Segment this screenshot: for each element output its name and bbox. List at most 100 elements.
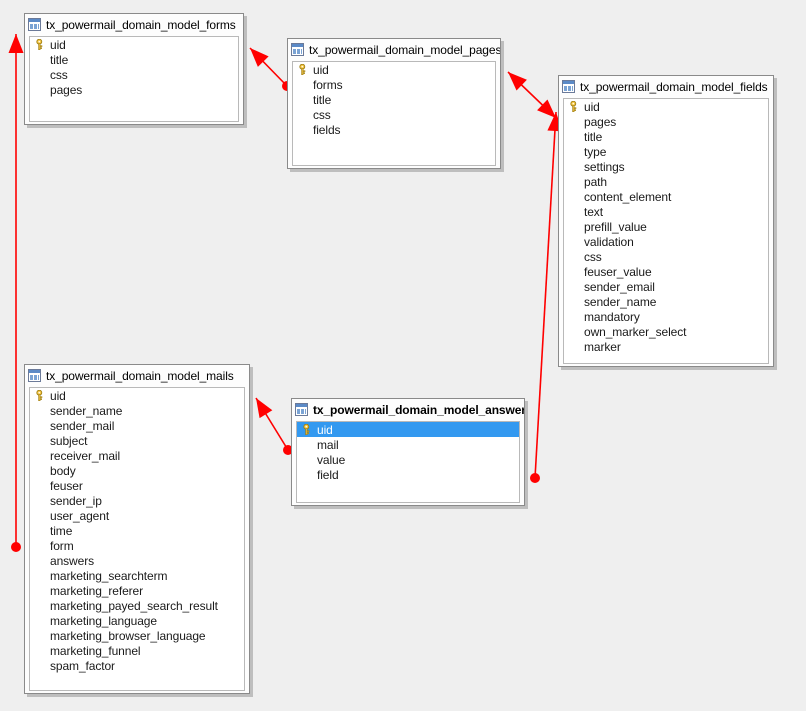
attribute-row[interactable]: sender_email [564,279,768,294]
connector-line [249,47,288,87]
attribute-icon-spacer [34,419,45,432]
attribute-row[interactable]: form [30,538,244,553]
attribute-icon-spacer [34,434,45,447]
attribute-row[interactable]: value [297,452,519,467]
attribute-icon-spacer [568,175,579,188]
entity-header-forms[interactable]: tx_powermail_domain_model_forms [25,14,243,35]
attribute-row[interactable]: pages [30,82,238,97]
attribute-icon-spacer [301,453,312,466]
attribute-label: uid [584,99,600,114]
primary-key-icon [34,389,45,402]
attribute-row[interactable]: feuser [30,478,244,493]
attribute-row[interactable]: css [293,107,495,122]
attribute-row[interactable]: own_marker_select [564,324,768,339]
attribute-icon-spacer [568,220,579,233]
attribute-label: time [50,523,73,538]
attribute-row[interactable]: uid [564,99,768,114]
attribute-row[interactable]: answers [30,553,244,568]
attribute-row[interactable]: receiver_mail [30,448,244,463]
attribute-row[interactable]: subject [30,433,244,448]
attribute-icon-spacer [568,295,579,308]
attribute-row[interactable]: user_agent [30,508,244,523]
attribute-row[interactable]: settings [564,159,768,174]
attribute-row[interactable]: time [30,523,244,538]
attribute-row[interactable]: marketing_browser_language [30,628,244,643]
attribute-label: marketing_browser_language [50,628,206,643]
attribute-icon-spacer [568,130,579,143]
entity-header-fields[interactable]: tx_powermail_domain_model_fields [559,76,773,97]
entity-header-mails[interactable]: tx_powermail_domain_model_mails [25,365,249,386]
relationship-mails-to-forms[interactable] [8,34,24,552]
primary-key-icon [34,38,45,51]
connector-arrowhead [508,72,527,91]
attribute-row-selected[interactable]: uid [297,422,519,437]
attribute-row[interactable]: marketing_searchterm [30,568,244,583]
attribute-row[interactable]: sender_name [564,294,768,309]
attribute-row[interactable]: prefill_value [564,219,768,234]
entity-header-pages[interactable]: tx_powermail_domain_model_pages [288,39,500,60]
attribute-label: forms [313,77,343,92]
connector-line [534,111,557,479]
attribute-icon-spacer [301,468,312,481]
attribute-label: validation [584,234,634,249]
attribute-row[interactable]: css [564,249,768,264]
attribute-label: uid [313,62,329,77]
attribute-row[interactable]: marker [564,339,768,354]
attribute-icon-spacer [568,325,579,338]
attribute-label: marketing_searchterm [50,568,168,583]
attribute-row[interactable]: content_element [564,189,768,204]
attribute-row[interactable]: mail [297,437,519,452]
attribute-row[interactable]: marketing_referer [30,583,244,598]
attribute-label: css [313,107,331,122]
attribute-label: css [50,67,68,82]
attribute-row[interactable]: css [30,67,238,82]
attribute-row[interactable]: title [564,129,768,144]
attribute-row[interactable]: field [297,467,519,482]
attribute-row[interactable]: marketing_funnel [30,643,244,658]
attribute-row[interactable]: type [564,144,768,159]
attribute-row[interactable]: uid [30,388,244,403]
attribute-label: content_element [584,189,672,204]
attribute-label: user_agent [50,508,110,523]
attribute-row[interactable]: forms [293,77,495,92]
attribute-row[interactable]: spam_factor [30,658,244,673]
entity-header-answer[interactable]: tx_powermail_domain_model_answer [292,399,524,420]
attribute-row[interactable]: uid [293,62,495,77]
attribute-row[interactable]: title [30,52,238,67]
attribute-row[interactable]: feuser_value [564,264,768,279]
attribute-icon-spacer [297,93,308,106]
table-icon [295,403,308,416]
attribute-row[interactable]: uid [30,37,238,52]
attribute-row[interactable]: sender_mail [30,418,244,433]
relationship-pages-to-fields[interactable] [507,71,557,119]
attribute-label: mandatory [584,309,640,324]
attribute-label: body [50,463,76,478]
attribute-row[interactable]: fields [293,122,495,137]
attribute-row[interactable]: validation [564,234,768,249]
attribute-row[interactable]: title [293,92,495,107]
attribute-label: sender_name [584,294,657,309]
attribute-icon-spacer [34,404,45,417]
attribute-row[interactable]: pages [564,114,768,129]
attribute-row[interactable]: marketing_payed_search_result [30,598,244,613]
attribute-row[interactable]: path [564,174,768,189]
attribute-row[interactable]: marketing_language [30,613,244,628]
relationship-pages-to-forms[interactable] [249,47,292,91]
attribute-label: sender_ip [50,493,102,508]
attribute-row[interactable]: sender_name [30,403,244,418]
attribute-row[interactable]: sender_ip [30,493,244,508]
attribute-icon-spacer [34,479,45,492]
relationship-answer-to-mails[interactable] [255,397,293,455]
attribute-label: feuser [50,478,83,493]
connector-line [255,397,289,451]
attribute-icon-spacer [568,235,579,248]
attribute-row[interactable]: text [564,204,768,219]
attribute-row[interactable]: body [30,463,244,478]
attribute-row[interactable]: mandatory [564,309,768,324]
